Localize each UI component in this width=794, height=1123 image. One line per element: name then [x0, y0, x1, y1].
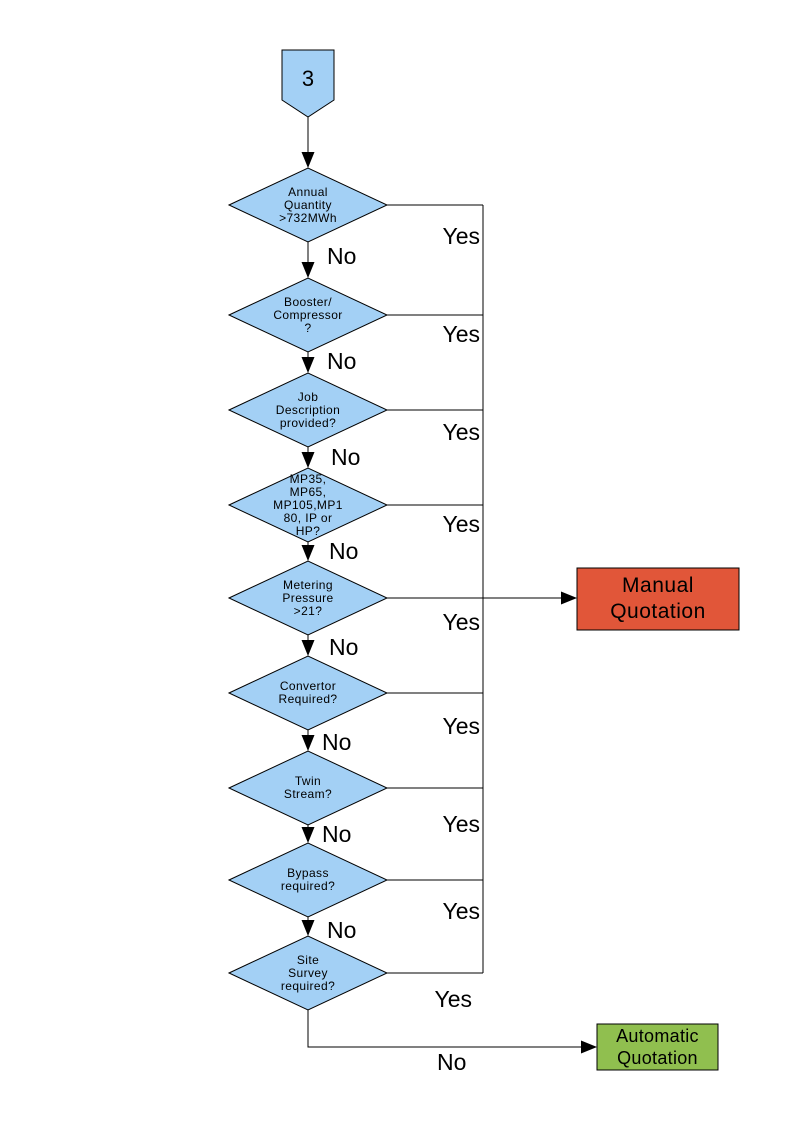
flow-edges [307, 117, 583, 1048]
arrowhead-into-bypass [301, 827, 315, 843]
arrowhead-into-metering [301, 545, 315, 561]
yes-label-annual-quantity: Yes [442, 223, 480, 249]
arrowhead-into-automatic [581, 1040, 597, 1054]
decision-label-bypass-required: Bypass required? [280, 866, 336, 893]
decision-job-description-shape [227, 372, 389, 448]
arrowhead-into-site [301, 920, 315, 936]
yes-label-convertor-required: Yes [442, 713, 480, 739]
decision-annual-quantity-shape [227, 167, 389, 243]
decision-convertor-required-shape [227, 655, 389, 731]
yes-label-booster-compressor: Yes [442, 321, 480, 347]
off-page-connector-shape [281, 49, 335, 118]
decision-twin-stream-shape [227, 750, 389, 826]
decision-label-site-survey: Site Survey required? [280, 952, 336, 993]
no-label-metering-pressure: No [329, 634, 359, 660]
no-label-booster-compressor: No [327, 348, 357, 374]
decision-label-pressure-tier: MP35, MP65, MP105,MP1 80, IP or HP? [273, 471, 343, 538]
yes-label-bypass-required: Yes [442, 898, 480, 924]
off-page-connector-label: 3 [301, 66, 315, 91]
decision-label-job-description: Job Description provided? [275, 389, 341, 430]
automatic-quotation-shape [596, 1023, 719, 1071]
decision-label-twin-stream: Twin Stream? [283, 774, 333, 801]
yes-label-pressure-tier: Yes [442, 511, 480, 537]
no-label-site-survey: No [437, 1049, 467, 1075]
yes-label-metering-pressure: Yes [442, 609, 480, 635]
no-label-annual-quantity: No [327, 243, 357, 269]
yes-label-job-description: Yes [442, 419, 480, 445]
decision-label-booster-compressor: Booster/ Compressor ? [273, 294, 343, 335]
no-label-convertor-required: No [322, 729, 352, 755]
decision-pressure-tier-shape [227, 467, 389, 543]
arrowhead-into-twin [301, 735, 315, 751]
no-label-bypass-required: No [327, 917, 357, 943]
automatic-quotation-label: Automatic Quotation [616, 1026, 699, 1068]
decision-label-metering-pressure: Metering Pressure >21? [282, 577, 334, 618]
decision-site-survey-shape [227, 935, 389, 1011]
arrowhead-into-pressure-tier [301, 452, 315, 468]
edge-to-automatic-quotation [307, 1010, 583, 1048]
arrowhead-into-convertor [301, 640, 315, 656]
decision-booster-compressor-shape [227, 277, 389, 353]
decision-label-annual-quantity: Annual Quantity >732MWh [279, 184, 337, 225]
no-label-job-description: No [331, 444, 361, 470]
arrowheads [301, 152, 597, 1054]
arrowhead-into-booster [301, 262, 315, 278]
manual-quotation-label: Manual Quotation [610, 574, 706, 623]
arrowhead-into-manual [561, 591, 577, 605]
no-label-twin-stream: No [322, 821, 352, 847]
arrowhead-into-annual [301, 152, 315, 168]
decision-label-convertor-required: Convertor Required? [278, 679, 338, 706]
no-label-pressure-tier: No [329, 538, 359, 564]
arrowhead-into-job [301, 357, 315, 373]
yes-label-twin-stream: Yes [442, 811, 480, 837]
decision-bypass-required-shape [227, 842, 389, 918]
manual-quotation-shape [576, 567, 740, 631]
yes-label-site-survey: Yes [434, 986, 472, 1012]
decision-metering-pressure-shape [227, 560, 389, 636]
